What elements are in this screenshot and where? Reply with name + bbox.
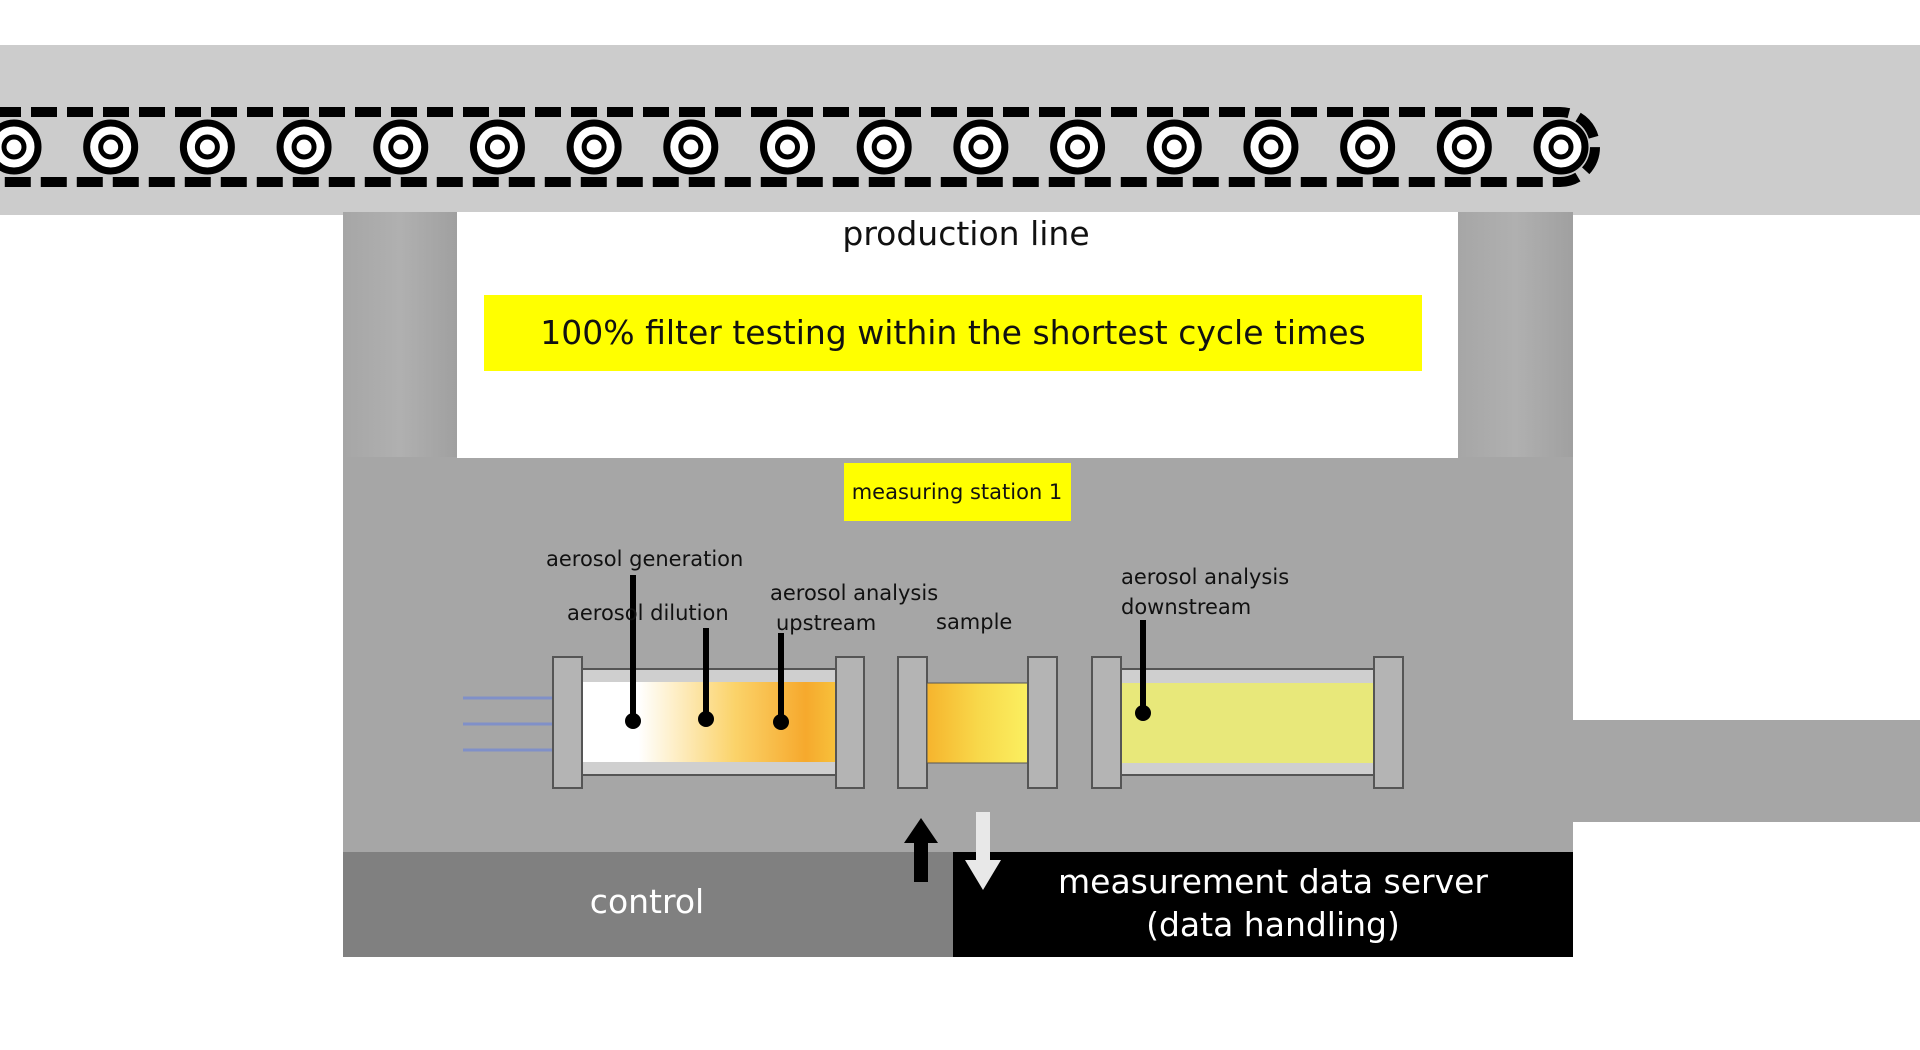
roller-hub-13 bbox=[1161, 134, 1187, 160]
aerosol-generation-label: aerosol generation bbox=[546, 547, 743, 571]
aerosol-analysis-downstream-label-2: downstream bbox=[1121, 595, 1251, 619]
roller-hub-11 bbox=[968, 134, 994, 160]
conveyor-belt bbox=[0, 107, 1600, 187]
control-label: control bbox=[590, 882, 704, 921]
roller-hub-2 bbox=[98, 134, 124, 160]
headline-banner bbox=[484, 295, 1422, 371]
data-server-label-line2: (data handling) bbox=[1146, 905, 1400, 944]
roller-hub-17 bbox=[1548, 134, 1574, 160]
roller-hub-9 bbox=[775, 134, 800, 160]
downstream-flange-left bbox=[1091, 656, 1122, 789]
station-left-shadow bbox=[343, 212, 457, 457]
data-down-arrow-icon bbox=[965, 812, 1001, 890]
belt-rollers bbox=[0, 119, 1589, 175]
sample-label: sample bbox=[936, 610, 1012, 634]
station-right-shadow bbox=[1458, 212, 1573, 457]
roller-hub-12 bbox=[1065, 134, 1091, 160]
aerosol-analysis-upstream-label-1: aerosol analysis bbox=[770, 581, 938, 605]
upstream-tube bbox=[552, 656, 865, 789]
aerosol-analysis-upstream-label-2: upstream bbox=[776, 611, 876, 635]
probe-upstream-tip bbox=[773, 714, 789, 730]
data-server-panel bbox=[953, 852, 1573, 957]
roller-hub-14 bbox=[1258, 134, 1284, 160]
roller-hub-6 bbox=[484, 134, 510, 160]
probe-dilution-tip bbox=[698, 711, 714, 727]
roller-hub-7 bbox=[581, 134, 607, 160]
probe-generation-tip bbox=[625, 713, 641, 729]
roller-hub-8 bbox=[678, 134, 704, 160]
aerosol-dilution-label: aerosol dilution bbox=[567, 601, 729, 625]
sample-flange-right bbox=[1027, 656, 1058, 789]
downstream-tube bbox=[1091, 656, 1404, 789]
sample-flange-left bbox=[897, 656, 928, 789]
roller-hub-5 bbox=[388, 134, 414, 160]
downstream-tube-fill bbox=[1121, 683, 1374, 763]
downstream-flange-right bbox=[1373, 656, 1404, 789]
production-line-label: production line bbox=[842, 214, 1089, 253]
roller-hub-3 bbox=[194, 134, 220, 160]
probes bbox=[625, 575, 1151, 730]
sample-filter bbox=[926, 682, 1030, 764]
data-flow-arrows bbox=[904, 812, 1001, 890]
roller-hub-4 bbox=[291, 134, 317, 160]
roller-hub-1 bbox=[1, 134, 27, 160]
roller-hub-15 bbox=[1355, 134, 1381, 160]
sample-holder bbox=[897, 656, 1058, 789]
measuring-station-badge bbox=[844, 463, 1071, 521]
upstream-flange-left bbox=[552, 656, 583, 789]
upstream-flange-right bbox=[835, 656, 865, 789]
probe-downstream-tip bbox=[1135, 705, 1151, 721]
roller-hub-16 bbox=[1451, 134, 1477, 160]
control-panel bbox=[343, 852, 953, 957]
roller-hub-10 bbox=[871, 134, 897, 160]
headline-banner-text: 100% filter testing within the shortest … bbox=[540, 313, 1365, 352]
measuring-station-label: measuring station 1 bbox=[852, 480, 1063, 504]
data-up-arrow-icon bbox=[904, 818, 938, 882]
aerosol-analysis-downstream-label-1: aerosol analysis bbox=[1121, 565, 1289, 589]
exit-corridor bbox=[1572, 720, 1920, 822]
data-server-label-line1: measurement data server bbox=[1058, 862, 1488, 901]
